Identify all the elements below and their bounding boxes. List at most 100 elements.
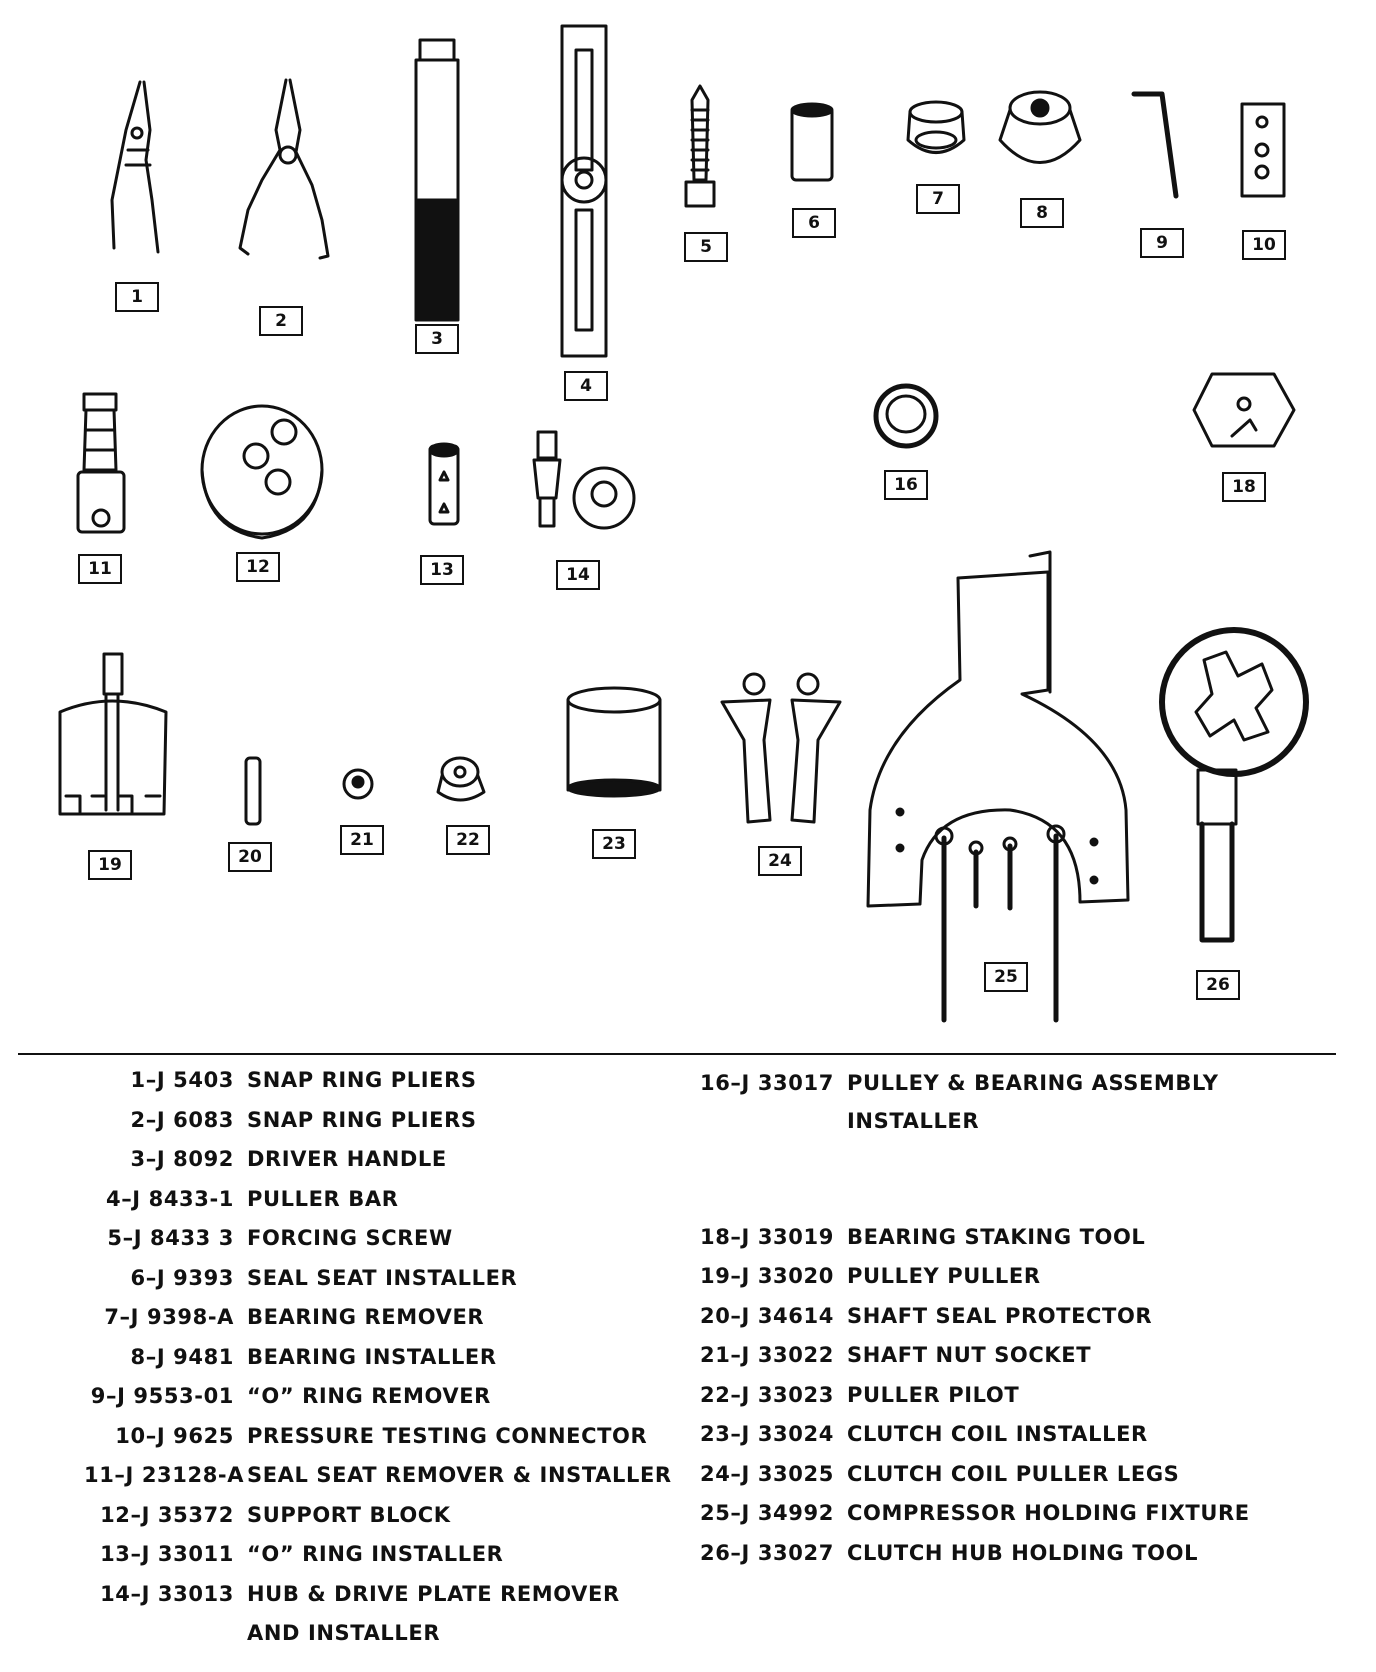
- tool-2-snap-ring-pliers: [240, 80, 328, 258]
- tool-name: SHAFT NUT SOCKET: [847, 1343, 1092, 1367]
- tool-code: 16–J 33017: [700, 1071, 834, 1095]
- tool-6-seal-seat-installer: [792, 104, 832, 180]
- callout-22: 22: [446, 825, 490, 855]
- callout-13: 13: [420, 555, 464, 585]
- tool-code: 14–J 33013: [100, 1582, 234, 1606]
- tool-7-bearing-remover: [908, 102, 964, 153]
- tool-name: SNAP RING PLIERS: [247, 1108, 477, 1132]
- tool-3-driver-handle: [416, 40, 458, 320]
- callout-6: 6: [792, 208, 836, 238]
- tool-code: 23–J 33024: [700, 1422, 834, 1446]
- tool-name: BEARING INSTALLER: [247, 1345, 497, 1369]
- tool-name: SHAFT SEAL PROTECTOR: [847, 1304, 1153, 1328]
- tool-name: PULLEY & BEARING ASSEMBLY: [847, 1071, 1219, 1095]
- tool-code: 8–J 9481: [130, 1345, 234, 1369]
- tool-illustrations: [0, 0, 1376, 1040]
- tool-19-pulley-puller: [60, 654, 166, 814]
- tool-name: SEAL SEAT INSTALLER: [247, 1266, 518, 1290]
- callout-21: 21: [340, 825, 384, 855]
- tool-18-bearing-staking-tool: [1194, 374, 1294, 446]
- tool-code: 13–J 33011: [100, 1542, 234, 1566]
- tool-code: 2–J 6083: [130, 1108, 234, 1132]
- tool-8-bearing-installer: [1000, 92, 1080, 163]
- tool-name: BEARING REMOVER: [247, 1305, 485, 1329]
- tool-code: 21–J 33022: [700, 1343, 834, 1367]
- callout-4: 4: [564, 371, 608, 401]
- tool-code: 6–J 9393: [130, 1266, 234, 1290]
- tool-1-snap-ring-pliers: [112, 82, 158, 252]
- tool-code: 26–J 33027: [700, 1541, 834, 1565]
- tool-code: 7–J 9398-A: [104, 1305, 234, 1329]
- legend-right: 16–J 33017 PULLEY & BEARING ASSEMBLY INST…: [700, 1071, 1340, 1591]
- tool-name: “O” RING INSTALLER: [247, 1542, 504, 1566]
- tool-name: SNAP RING PLIERS: [247, 1068, 477, 1092]
- tool-10-pressure-testing-connector: [1242, 104, 1284, 196]
- callout-3: 3: [415, 324, 459, 354]
- tool-name: SUPPORT BLOCK: [247, 1503, 451, 1527]
- tool-9-o-ring-remover: [1134, 94, 1176, 196]
- tool-4-puller-bar: [562, 26, 606, 356]
- tool-code: 19–J 33020: [700, 1264, 834, 1288]
- callout-11: 11: [78, 554, 122, 584]
- tool-code: 4–J 8433-1: [105, 1187, 234, 1211]
- tool-name: DRIVER HANDLE: [247, 1147, 447, 1171]
- callout-5: 5: [684, 232, 728, 262]
- tool-code: 22–J 33023: [700, 1383, 834, 1407]
- tool-14-hub-drive-plate-remover-installer: [534, 432, 634, 528]
- tool-23-clutch-coil-installer: [568, 688, 660, 796]
- tool-13-o-ring-installer: [430, 444, 458, 524]
- callout-19: 19: [88, 850, 132, 880]
- callout-25: 25: [984, 962, 1028, 992]
- callout-12: 12: [236, 552, 280, 582]
- tool-12-support-block: [202, 406, 322, 538]
- callout-23: 23: [592, 829, 636, 859]
- tool-code: 24–J 33025: [700, 1462, 834, 1486]
- tool-code: 10–J 9625: [115, 1424, 234, 1448]
- callout-1: 1: [115, 282, 159, 312]
- tool-code: 9–J 9553-01: [90, 1384, 234, 1408]
- callout-20: 20: [228, 842, 272, 872]
- tool-code: 25–J 34992: [700, 1501, 834, 1525]
- tool-name: PULLEY PULLER: [847, 1264, 1041, 1288]
- tool-code: 3–J 8092: [130, 1147, 234, 1171]
- tool-name: CLUTCH COIL INSTALLER: [847, 1422, 1148, 1446]
- tool-11-seal-seat-remover-installer: [78, 394, 124, 532]
- callout-8: 8: [1020, 198, 1064, 228]
- callout-14: 14: [556, 560, 600, 590]
- tool-name: HUB & DRIVE PLATE REMOVER: [247, 1582, 620, 1606]
- callout-7: 7: [916, 184, 960, 214]
- tool-code: 1–J 5403: [130, 1068, 234, 1092]
- tool-21-shaft-nut-socket: [344, 770, 372, 798]
- tool-name: COMPRESSOR HOLDING FIXTURE: [847, 1501, 1250, 1525]
- callout-26: 26: [1196, 970, 1240, 1000]
- callout-24: 24: [758, 846, 802, 876]
- tool-name: BEARING STAKING TOOL: [847, 1225, 1146, 1249]
- tool-name: PULLER PILOT: [847, 1383, 1020, 1407]
- tool-5-forcing-screw: [686, 86, 714, 206]
- callout-9: 9: [1140, 228, 1184, 258]
- tool-name: PULLER BAR: [247, 1187, 399, 1211]
- tool-20-shaft-seal-protector: [246, 758, 260, 824]
- tool-26-clutch-hub-holding-tool: [1162, 630, 1306, 940]
- tool-name: INSTALLER: [847, 1109, 980, 1133]
- tool-24-clutch-coil-puller-legs: [722, 674, 840, 822]
- tool-code: 11–J 23128-A: [84, 1463, 245, 1487]
- tool-name: PRESSURE TESTING CONNECTOR: [247, 1424, 648, 1448]
- divider-rule: [18, 1053, 1336, 1055]
- tool-22-puller-pilot: [438, 758, 484, 800]
- callout-16: 16: [884, 470, 928, 500]
- tool-code: 18–J 33019: [700, 1225, 834, 1249]
- tool-name: FORCING SCREW: [247, 1226, 453, 1250]
- tool-code: 20–J 34614: [700, 1304, 834, 1328]
- tool-name: “O” RING REMOVER: [247, 1384, 491, 1408]
- tool-code: 12–J 35372: [100, 1503, 234, 1527]
- tool-name: AND INSTALLER: [247, 1621, 441, 1645]
- callout-10: 10: [1242, 230, 1286, 260]
- tool-code: 5–J 8433 3: [107, 1226, 234, 1250]
- tool-name: SEAL SEAT REMOVER & INSTALLER: [247, 1463, 672, 1487]
- callout-2: 2: [259, 306, 303, 336]
- tool-name: CLUTCH COIL PULLER LEGS: [847, 1462, 1180, 1486]
- tool-16-pulley-bearing-installer: [876, 386, 936, 446]
- tool-25-compressor-holding-fixture: [868, 552, 1128, 1020]
